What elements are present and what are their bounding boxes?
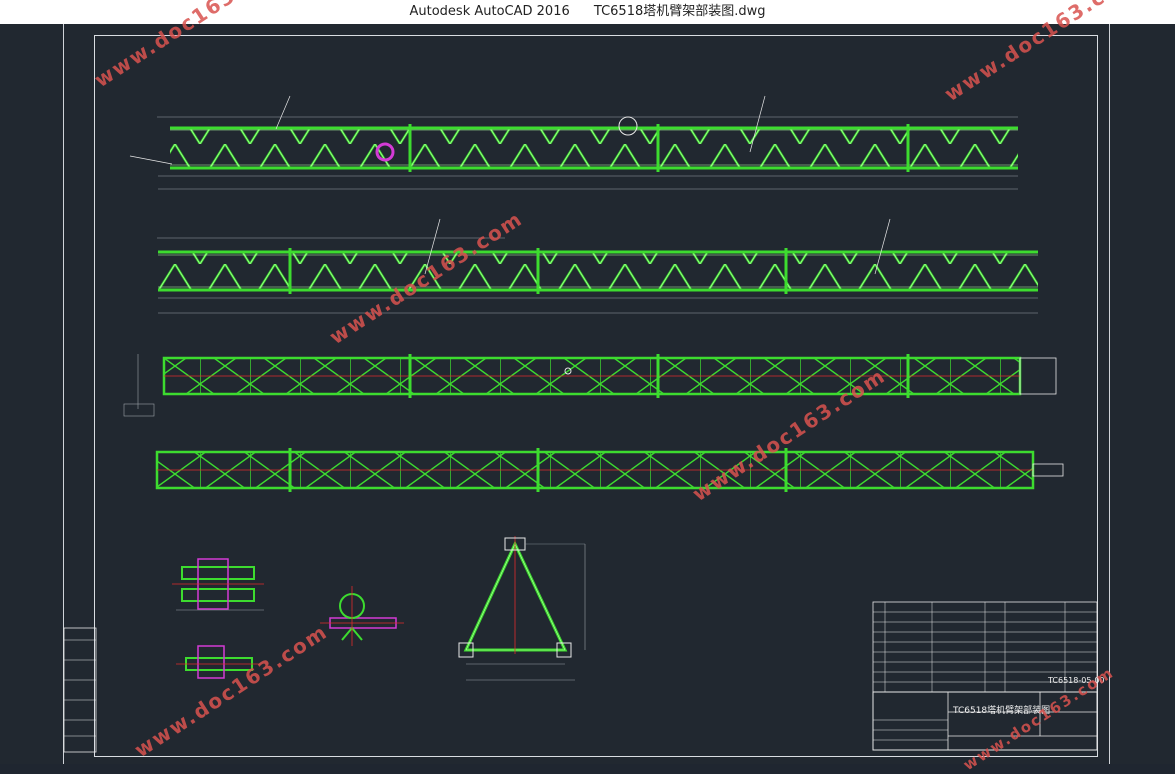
file-name: TC6518塔机臂架部装图.dwg — [593, 4, 766, 19]
cad-drawing[interactable] — [0, 24, 1175, 764]
detail-section-a — [172, 558, 264, 611]
sheet-outer-border — [63, 24, 1110, 764]
detail-cross-section — [458, 536, 586, 681]
boom-elevation-2 — [157, 218, 1038, 314]
app-title: Autodesk AutoCAD 2016 — [409, 4, 570, 19]
detail-section-b — [176, 645, 260, 679]
boom-plan-1 — [123, 354, 1057, 417]
revision-strip — [63, 627, 97, 753]
title-bar: Autodesk AutoCAD 2016 TC6518塔机臂架部装图.dwg — [0, 0, 1175, 24]
drawing-title: TC6518塔机臂架部装图 — [953, 706, 1051, 716]
boom-elevation-1 — [129, 95, 1018, 190]
title-block — [872, 691, 1098, 751]
boom-plan-2 — [155, 448, 1064, 492]
sheet-inner-border — [94, 35, 1098, 757]
drawing-number: TC6518-05-00 — [1048, 676, 1105, 685]
detail-pin — [320, 586, 404, 646]
